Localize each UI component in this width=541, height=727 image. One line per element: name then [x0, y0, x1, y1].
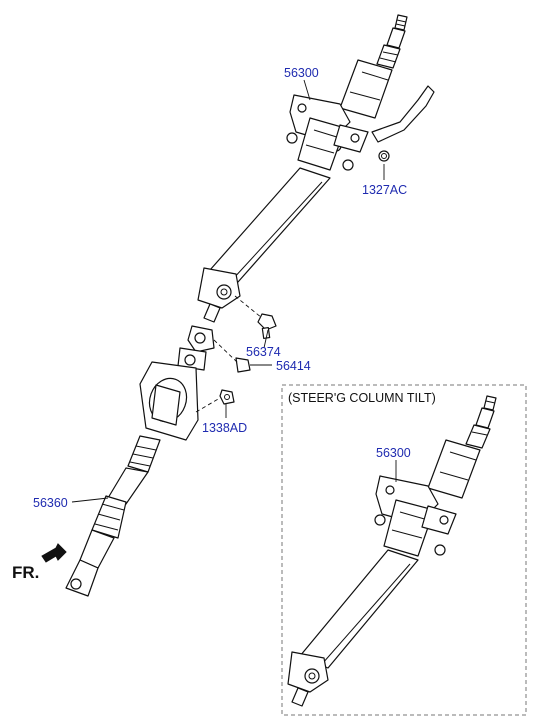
direction-label: FR. [12, 563, 39, 582]
nut-1338ad [219, 389, 235, 405]
dust-cover [139, 361, 199, 441]
tilt-box-title: (STEER'G COLUMN TILT) [288, 391, 436, 405]
callout-1338ad: 1338AD [202, 421, 247, 435]
callout-56360: 56360 [33, 496, 68, 510]
leader-56300 [303, 79, 311, 101]
callout-1327ac: 1327AC [362, 183, 407, 197]
steering-column-tilt [287, 395, 497, 707]
steering-column-main [197, 14, 435, 323]
callout-56374: 56374 [246, 345, 281, 359]
callout-56300-tilt: 56300 [376, 446, 411, 460]
direction-arrow-icon [41, 543, 67, 563]
tilt-variant-box [281, 384, 527, 716]
intermediate-shaft [65, 435, 161, 597]
leader-56360 [71, 497, 109, 503]
callout-56300: 56300 [284, 66, 319, 80]
leader-56374 [263, 329, 269, 349]
callout-56414: 56414 [276, 359, 311, 373]
universal-joint [177, 325, 251, 373]
